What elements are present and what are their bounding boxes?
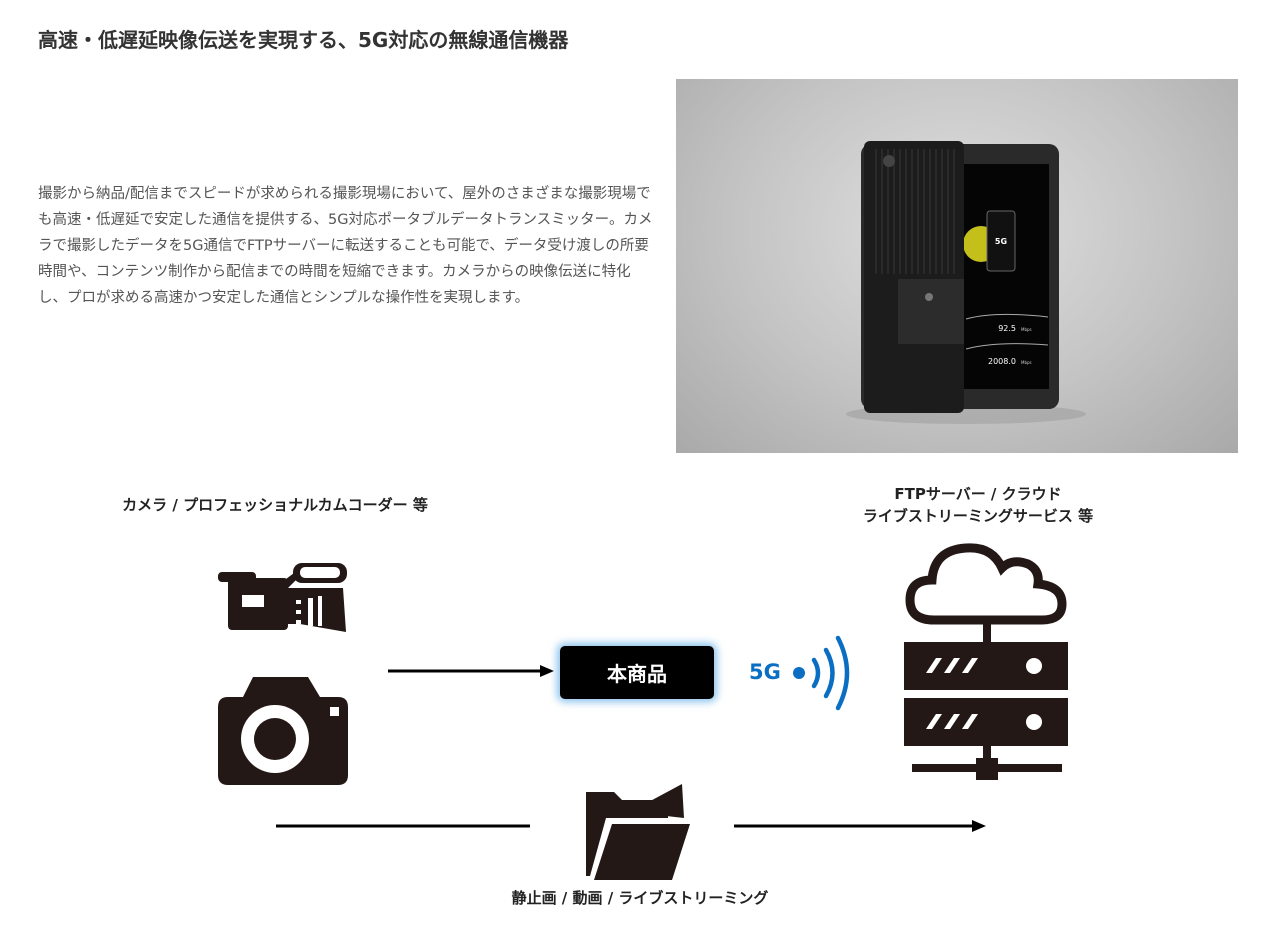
camera-icon xyxy=(218,677,348,785)
arrow-to-device xyxy=(388,665,554,677)
camcorder-icon xyxy=(218,563,347,632)
data-flow-line-left xyxy=(276,824,530,828)
data-type-label: 静止画 / 動画 / ライブストリーミング xyxy=(511,889,769,907)
device-box: 本商品 xyxy=(560,646,714,699)
folder-icon xyxy=(586,784,690,880)
download-unit: Mbps xyxy=(1021,360,1032,365)
cloud-server-icon xyxy=(904,543,1068,780)
destination-label-line2: ライブストリーミングサービス 等 xyxy=(862,507,1094,525)
network-label: 5G xyxy=(749,660,781,684)
description: 撮影から納品/配信までスピードが求められる撮影現場において、屋外のさまざまな撮影… xyxy=(38,186,653,306)
destination-label-line1: FTPサーバー / クラウド xyxy=(894,485,1062,503)
wireless-signal-icon xyxy=(793,635,850,711)
screen-badge: 5G xyxy=(995,237,1007,246)
upload-speed: 92.5 xyxy=(998,324,1016,333)
source-label: カメラ / プロフェッショナルカムコーダー 等 xyxy=(122,496,428,514)
data-flow-arrow-right xyxy=(734,820,986,832)
upload-unit: Mbps xyxy=(1021,327,1032,332)
download-speed: 2008.0 xyxy=(988,357,1016,366)
page-title: 高速・低遅延映像伝送を実現する、5G対応の無線通信機器 xyxy=(38,28,569,52)
product-photo: 5G 92.5 Mbps 2008.0 Mbps xyxy=(676,79,1238,453)
